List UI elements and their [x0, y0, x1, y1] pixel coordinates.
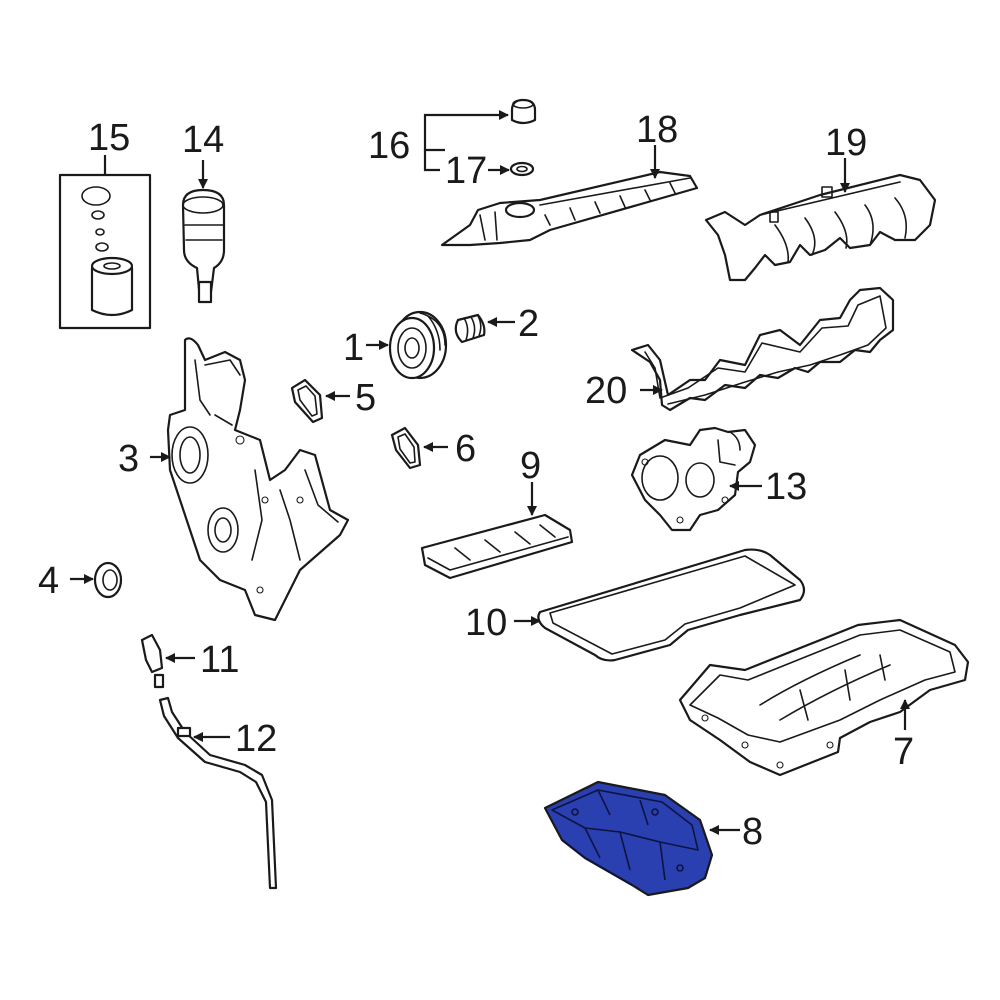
callout-20[interactable]: 20: [585, 370, 627, 412]
callout-18[interactable]: 18: [636, 109, 678, 151]
part-11-sensor[interactable]: [140, 633, 165, 689]
callout-12[interactable]: 12: [235, 718, 277, 760]
callout-11[interactable]: 11: [200, 639, 239, 681]
callout-17[interactable]: 17: [445, 150, 487, 192]
callout-1[interactable]: 1: [343, 327, 364, 369]
callout-9[interactable]: 9: [520, 445, 541, 487]
callout-3[interactable]: 3: [118, 438, 139, 480]
part-15-oil-filter-kit[interactable]: [58, 173, 152, 330]
part-18-intake-runner[interactable]: [440, 170, 699, 247]
callout-5[interactable]: 5: [355, 377, 376, 419]
part-9-oil-baffle[interactable]: [420, 513, 574, 580]
callout-15[interactable]: 15: [88, 117, 130, 159]
part-6-gasket[interactable]: [390, 426, 422, 470]
part-8-lower-oil-pan[interactable]: [543, 780, 714, 897]
part-1-crankshaft-pulley[interactable]: [388, 310, 448, 380]
callout-14[interactable]: 14: [182, 119, 224, 161]
part-7-upper-oil-pan[interactable]: [678, 618, 970, 777]
part-3-timing-cover[interactable]: [166, 337, 350, 622]
part-13-oil-pump[interactable]: [630, 426, 757, 532]
callout-19[interactable]: 19: [825, 122, 867, 164]
part-4-seal[interactable]: [93, 561, 123, 599]
callout-16[interactable]: 16: [368, 125, 410, 167]
part-5-gasket[interactable]: [290, 378, 324, 424]
callout-10[interactable]: 10: [465, 602, 507, 644]
part-2-bushing[interactable]: [454, 313, 486, 344]
part-10-oil-pan-gasket[interactable]: [537, 548, 806, 662]
part-19-intake-manifold[interactable]: [704, 173, 937, 282]
part-16-filler-cap[interactable]: [510, 98, 537, 125]
callout-7[interactable]: 7: [893, 731, 914, 773]
callout-13[interactable]: 13: [765, 466, 807, 508]
part-17-cap-seal[interactable]: [509, 161, 535, 177]
callout-4[interactable]: 4: [38, 560, 59, 602]
callout-8[interactable]: 8: [742, 811, 763, 853]
callout-6[interactable]: 6: [455, 428, 476, 470]
part-12-dipstick-tube[interactable]: [158, 696, 278, 890]
callout-2[interactable]: 2: [518, 303, 539, 345]
part-20-manifold-gasket[interactable]: [630, 286, 895, 412]
part-14-oil-filter-housing[interactable]: [181, 188, 226, 304]
